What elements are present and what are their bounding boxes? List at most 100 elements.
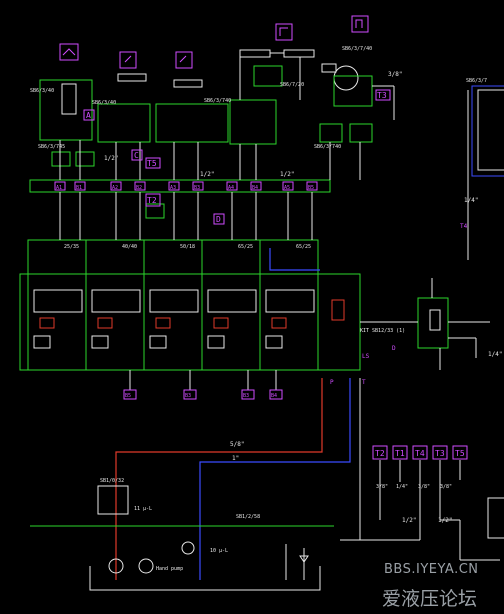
spool-ports bbox=[39, 299, 345, 329]
section-rating: 65/25 bbox=[238, 244, 253, 250]
code-left-3: SB6/3/745 bbox=[38, 144, 65, 150]
valve-block-2 bbox=[97, 103, 151, 143]
port-box bbox=[54, 181, 66, 191]
tag-t3: T3 bbox=[377, 91, 387, 100]
valve-stack-outline bbox=[19, 273, 361, 371]
return-port-box bbox=[452, 445, 468, 460]
inlet-section bbox=[317, 273, 361, 371]
suction-rating: 10 µ-L bbox=[210, 548, 228, 554]
kit-label: KIT SB12/33 (1) bbox=[360, 328, 405, 334]
suction-filter-icon bbox=[181, 541, 195, 555]
right-valve bbox=[417, 297, 449, 349]
main-pump-icon bbox=[108, 558, 124, 574]
return-port-label: T1 bbox=[395, 449, 405, 458]
d-label: D bbox=[392, 345, 396, 352]
right-panel-code: SB6/3/7 bbox=[466, 78, 487, 84]
cylinders bbox=[61, 49, 359, 115]
watermark-url: BBS.IYEYA.CN bbox=[384, 562, 479, 577]
bottom-tag: B3 bbox=[243, 393, 249, 399]
return-filter bbox=[97, 485, 129, 515]
return-half-2: 1/2" bbox=[438, 517, 452, 524]
port-box bbox=[134, 181, 146, 191]
bottom-tag-box bbox=[241, 389, 255, 400]
return-port-label: T4 bbox=[415, 449, 425, 458]
port-label: A3 bbox=[170, 185, 176, 191]
port-box bbox=[282, 181, 294, 191]
motor-icon bbox=[333, 65, 359, 91]
section-rating: 25/35 bbox=[64, 244, 79, 250]
tag-t5: T5 bbox=[147, 159, 157, 168]
code-left-2: SB6/3/40 bbox=[92, 100, 116, 106]
port-box bbox=[306, 181, 318, 191]
top-right-code: SB6/3/7/40 bbox=[342, 46, 372, 52]
half-label-1: 1/2" bbox=[104, 155, 118, 162]
port-label: B4 bbox=[252, 185, 258, 191]
bottom-tag-box bbox=[183, 389, 197, 400]
tank-code: SB1/2/58 bbox=[236, 514, 260, 520]
bottom-tag: B4 bbox=[271, 393, 277, 399]
tag-a: A bbox=[86, 111, 91, 120]
work-lines bbox=[59, 57, 500, 580]
tag-c: C bbox=[134, 151, 139, 160]
valve-block-4 bbox=[229, 99, 277, 145]
half-label-2: 1/2" bbox=[200, 171, 214, 178]
drain-icon bbox=[299, 555, 309, 563]
port-box bbox=[250, 181, 262, 191]
port-box bbox=[192, 181, 204, 191]
upper-valve-blocks bbox=[29, 65, 373, 219]
section-rating: 65/25 bbox=[296, 244, 311, 250]
bottom-tag: B3 bbox=[185, 393, 191, 399]
filter-code: SB1/0/32 bbox=[100, 478, 124, 484]
p-label: P bbox=[330, 379, 334, 386]
return-port-label: T3 bbox=[435, 449, 445, 458]
tank bbox=[89, 566, 321, 591]
tag-labels: A C T5 T2 D T3 bbox=[83, 89, 391, 225]
right-quarter: 1/4" bbox=[464, 197, 478, 204]
pressure-size: 5/8" bbox=[230, 441, 244, 448]
right-block-outline bbox=[471, 85, 504, 177]
tank-section bbox=[30, 485, 334, 591]
tag-t2: T2 bbox=[147, 196, 157, 205]
port-label: B2 bbox=[136, 185, 142, 191]
hand-pump-label: Hand pump bbox=[156, 566, 183, 572]
valve-stack-body bbox=[27, 239, 319, 371]
code-right-1: SB6/3/740 bbox=[204, 98, 231, 104]
line-size-labels: 5/8" 1" 1/4" 1/4" 1/2" 1/2" 3/8" 1/2" 1/… bbox=[104, 71, 502, 524]
return-port-box bbox=[412, 445, 428, 460]
return-port-box bbox=[432, 445, 448, 460]
right-fragment bbox=[467, 89, 504, 539]
cylinder-icon-1 bbox=[59, 43, 79, 61]
return-size-label: 3/8" bbox=[440, 484, 452, 490]
return-line bbox=[199, 378, 351, 580]
port-label: A4 bbox=[228, 185, 234, 191]
return-port-label: T2 bbox=[375, 449, 385, 458]
half-label-3: 1/2" bbox=[280, 171, 294, 178]
cylinder-1 bbox=[239, 49, 271, 58]
valve-icon-5 bbox=[351, 15, 369, 33]
code-left-1: SB6/3/40 bbox=[30, 88, 54, 94]
port-box bbox=[110, 181, 122, 191]
valve-block-3 bbox=[155, 103, 229, 143]
return-port-box bbox=[392, 445, 408, 460]
right-quarter-2: 1/4" bbox=[488, 351, 502, 358]
port-label: A5 bbox=[284, 185, 290, 191]
valve-block-6 bbox=[333, 75, 373, 107]
component-codes: SB6/3/40 SB6/3/40 SB6/3/745 SB6/3/740 SB… bbox=[30, 46, 487, 572]
ls-label: LS bbox=[362, 353, 370, 360]
port-label: B3 bbox=[194, 185, 200, 191]
code-right-3: SB6/7/20 bbox=[280, 82, 304, 88]
cylinder-icon-2 bbox=[119, 51, 137, 69]
watermark-site: 爱液压论坛 bbox=[382, 588, 478, 610]
bottom-tag-box bbox=[123, 389, 137, 400]
actuator-icons bbox=[59, 15, 369, 69]
return-size-label: 1/4" bbox=[396, 484, 408, 490]
port-manifold bbox=[29, 179, 331, 193]
return-port-label: T5 bbox=[455, 449, 465, 458]
main-lines bbox=[115, 248, 351, 580]
port-label: B5 bbox=[308, 185, 314, 191]
